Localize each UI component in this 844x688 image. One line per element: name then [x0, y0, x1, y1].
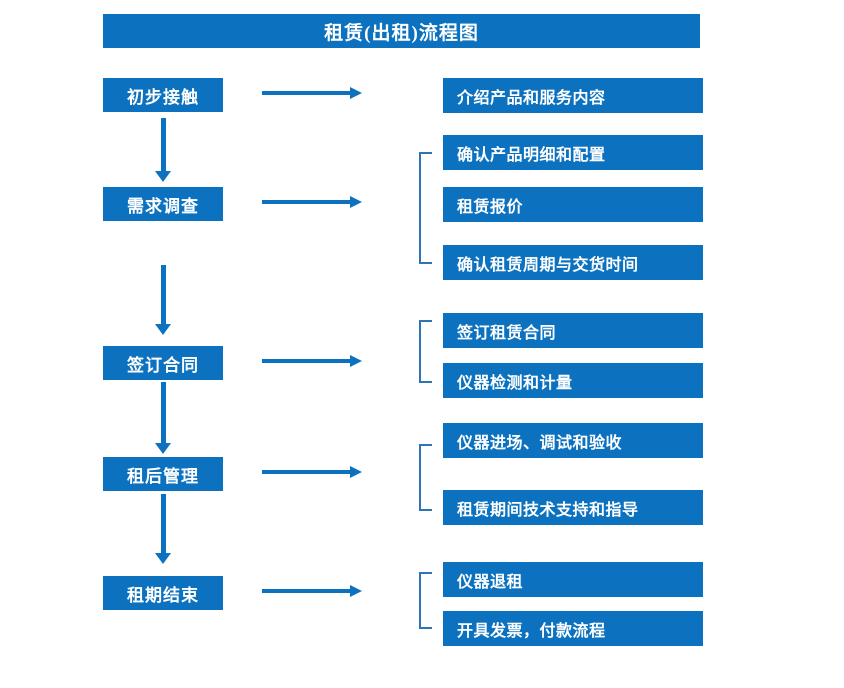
- arrow-head: [350, 466, 362, 478]
- arrow-head: [155, 324, 171, 335]
- arrow-shaft: [262, 359, 350, 363]
- detail-node-sign-rental-contract[interactable]: 签订租赁合同: [443, 313, 703, 348]
- detail-node-instrument-inspection[interactable]: 仪器检测和计量: [443, 363, 703, 398]
- detail-node-instrument-onsite-commissioning[interactable]: 仪器进场、调试和验收: [443, 423, 703, 458]
- arrow-shaft: [161, 382, 166, 443]
- arrow-head: [350, 87, 362, 99]
- stage-node-post-rental-management[interactable]: 租后管理: [103, 457, 223, 491]
- arrow-head: [350, 355, 362, 367]
- detail-node-rental-quotation[interactable]: 租赁报价: [443, 187, 703, 222]
- arrow-right-stage-3: [262, 353, 362, 369]
- arrow-down-stage-1-to-2: [155, 118, 171, 182]
- arrow-head: [155, 171, 171, 182]
- arrow-down-stage-3-to-4: [155, 382, 171, 454]
- arrow-right-stage-5: [262, 583, 362, 599]
- arrow-shaft: [262, 91, 350, 95]
- detail-node-introduce-products[interactable]: 介绍产品和服务内容: [443, 78, 703, 113]
- stage-node-requirement-survey[interactable]: 需求调查: [103, 187, 223, 221]
- group-bracket-stage-3: [419, 320, 432, 383]
- arrow-right-stage-1: [262, 85, 362, 101]
- arrow-shaft: [262, 589, 350, 593]
- arrow-shaft: [161, 118, 166, 171]
- group-bracket-stage-5: [419, 572, 432, 629]
- arrow-head: [155, 443, 171, 454]
- stage-node-sign-contract[interactable]: 签订合同: [103, 346, 223, 380]
- arrow-right-stage-2: [262, 194, 362, 210]
- arrow-shaft: [161, 265, 166, 324]
- arrow-shaft: [161, 494, 166, 553]
- arrow-head: [155, 553, 171, 564]
- arrow-down-stage-4-to-5: [155, 494, 171, 564]
- detail-node-instrument-return[interactable]: 仪器退租: [443, 562, 703, 597]
- arrow-shaft: [262, 470, 350, 474]
- arrow-head: [350, 196, 362, 208]
- detail-node-technical-support[interactable]: 租赁期间技术支持和指导: [443, 490, 703, 525]
- page-title: 租赁(出租)流程图: [103, 14, 700, 48]
- arrow-down-stage-2-to-3: [155, 265, 171, 335]
- arrow-shaft: [262, 200, 350, 204]
- detail-node-invoice-payment[interactable]: 开具发票，付款流程: [443, 611, 703, 646]
- arrow-right-stage-4: [262, 464, 362, 480]
- detail-node-confirm-period-delivery[interactable]: 确认租赁周期与交货时间: [443, 245, 703, 280]
- group-bracket-stage-2: [419, 152, 432, 264]
- detail-node-confirm-spec-config[interactable]: 确认产品明细和配置: [443, 135, 703, 170]
- group-bracket-stage-4: [419, 444, 432, 511]
- stage-node-rental-end[interactable]: 租期结束: [103, 576, 223, 610]
- arrow-head: [350, 585, 362, 597]
- stage-node-preliminary-contact[interactable]: 初步接触: [103, 78, 223, 112]
